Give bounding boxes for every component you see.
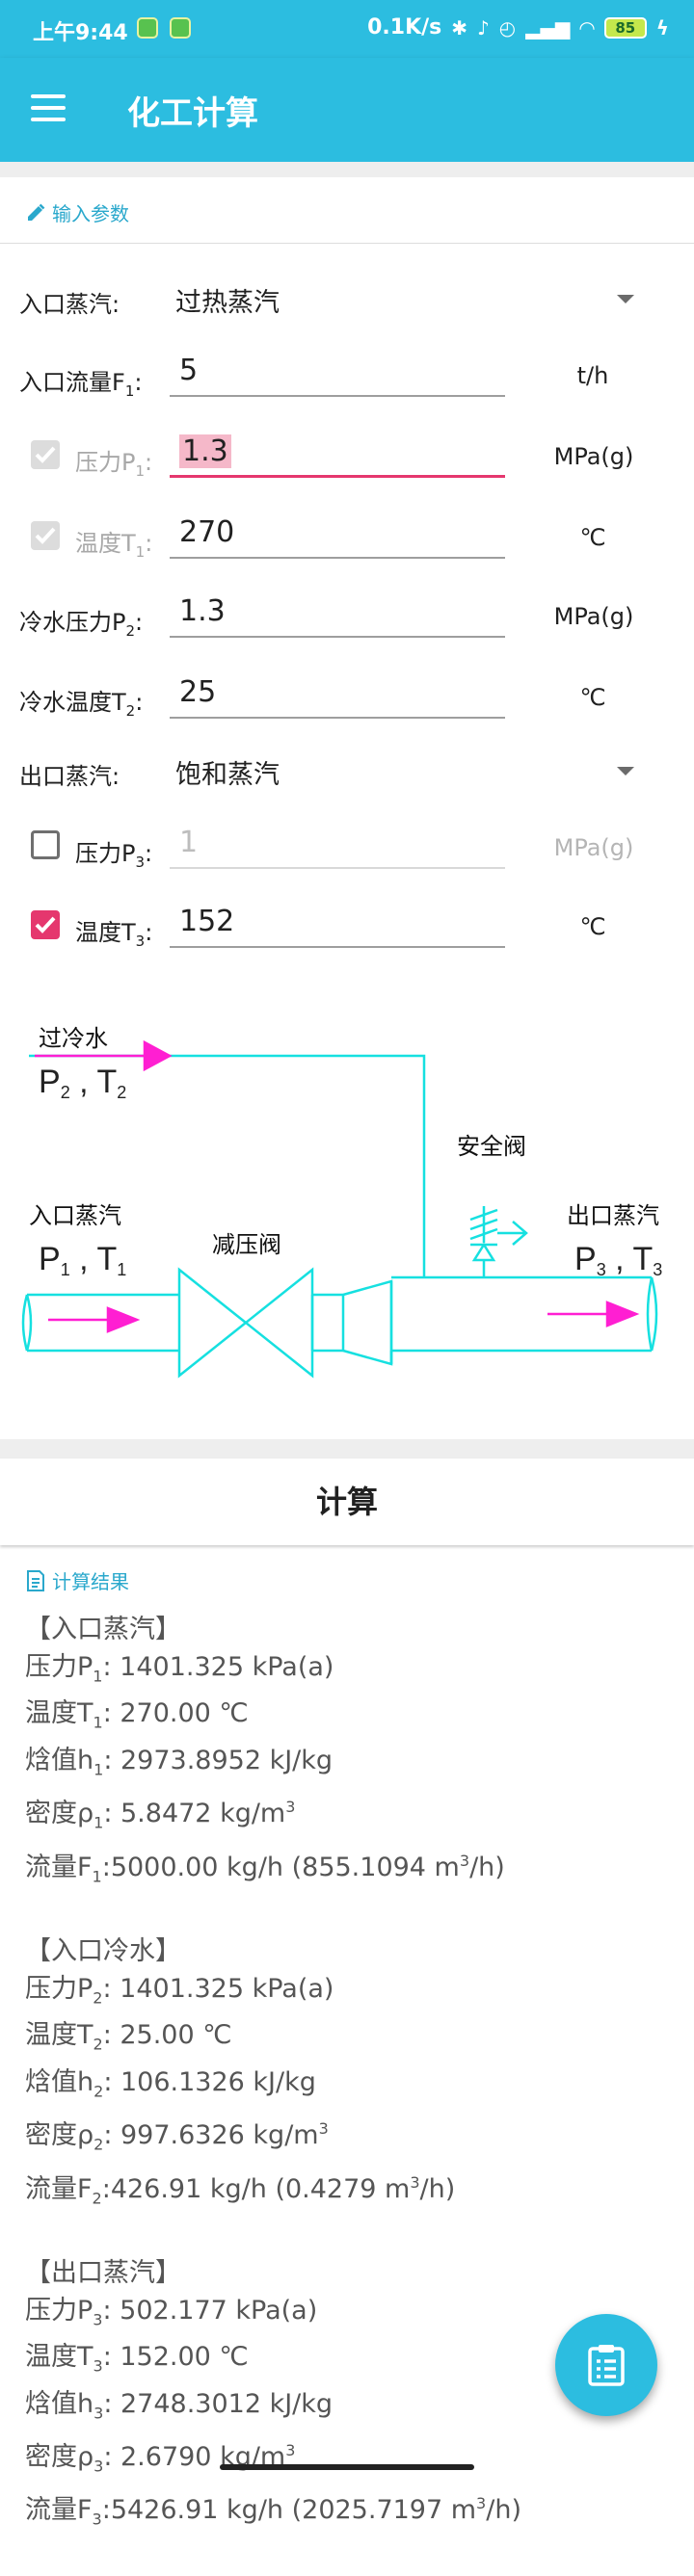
divider [0,243,694,244]
result-line: 压力P1: 1401.325 kPa(a) [25,1652,334,1686]
outlet-type-label: 出口蒸汽: [19,763,120,790]
home-indicator[interactable] [220,2464,474,2470]
signal-icon: ▂▄▆ [525,15,571,39]
cold-water-label: 过冷水 [39,1025,108,1052]
cold-temp-input[interactable]: 25 [170,670,505,719]
inlet-pipe [27,1293,179,1353]
status-icons: 0.1K/s ✱ ♪ ◴ ▂▄▆ ◠ 85 ϟ [367,15,669,39]
pressure-p3-unit: MPa(g) [553,834,634,861]
pressure-p3-checkbox[interactable] [31,830,60,859]
result-line: 压力P2: 1401.325 kPa(a) [25,1973,334,2008]
pressure-reducing-valve [177,1267,314,1379]
temp-t3-unit: ℃ [579,913,606,940]
temp-t3-checkbox[interactable] [31,910,60,939]
cold-pressure-unit: MPa(g) [553,603,634,630]
pressure-p3-input[interactable]: 1 [170,821,505,869]
results-header: 计算结果 [25,1566,129,1594]
result-line: 密度ρ3: 2.6790 kg/m3 [25,2441,296,2476]
result-line: 流量F1:5000.00 kg/h (855.1094 m3/h) [25,1851,505,1885]
inlet-label: 入口蒸汽 [29,1202,121,1229]
results-title: 计算结果 [52,1570,129,1593]
result-title: 【入口蒸汽】 [25,1615,181,1644]
valve-label: 减压阀 [212,1231,281,1258]
wifi-icon: ◠ [579,15,595,39]
result-line: 密度ρ1: 5.8472 kg/m3 [25,1798,296,1832]
inlet-type-label: 入口蒸汽: [19,291,120,318]
inlet-flow-input[interactable]: 5 [170,349,505,397]
safety-valve-label: 安全阀 [457,1133,526,1160]
result-line: 流量F3:5426.91 kg/h (2025.7197 m3/h) [25,2494,521,2529]
app-bar: 化工计算 [0,58,694,162]
pencil-icon [28,203,45,221]
temp-t1-checkbox[interactable] [31,521,60,550]
bluetooth-icon: ✱ [451,15,468,39]
app-notification-icon [137,17,158,39]
mute-icon: ♪ [477,15,490,39]
result-title: 【出口蒸汽】 [25,2257,181,2288]
result-line: 压力P3: 502.177 kPa(a) [25,2295,318,2329]
results-panel: 【入口蒸汽】 压力P1: 1401.325 kPa(a) 温度T1: 270.0… [25,1611,671,2576]
p2-t2-label: P2 , T2 [39,1064,126,1102]
outlet-pipe [389,1275,652,1364]
temp-t3-label: 温度T3: [75,919,153,950]
chevron-down-icon[interactable] [617,295,634,303]
result-line: 焓值h2: 106.1326 kJ/kg [25,2066,316,2101]
pressure-p1-checkbox[interactable] [31,440,60,469]
input-section-header: 输入参数 [25,198,129,226]
cold-temp-unit: ℃ [579,684,606,711]
safety-valve [469,1206,528,1277]
clipboard-icon [588,2345,625,2386]
pressure-p3-label: 压力P3: [75,840,153,871]
inlet-flow-unit: t/h [576,362,609,389]
charging-icon: ϟ [655,15,669,39]
pressure-p1-unit: MPa(g) [553,443,634,470]
pipe-reducer [310,1293,345,1353]
clipboard-fab-button[interactable] [555,2314,657,2416]
result-line: 焓值h3: 2748.3012 kJ/kg [25,2388,334,2423]
input-section-title: 输入参数 [52,202,129,225]
battery-icon: 85 [603,16,647,39]
result-line: 焓值h1: 2973.8952 kJ/kg [25,1745,334,1779]
result-title: 【入口冷水】 [25,1935,181,1966]
p1-t1-label: P1 , T1 [39,1241,126,1279]
p3-t3-label: P3 , T3 [574,1241,662,1279]
temp-t3-input[interactable]: 152 [170,900,505,948]
result-line: 流量F2:426.91 kg/h (0.4279 m3/h) [25,2172,456,2207]
net-speed: 0.1K/s [367,15,442,39]
section-gap [0,162,694,177]
result-line: 温度T3: 152.00 ℃ [25,2342,249,2376]
cold-pressure-input[interactable]: 1.3 [170,590,505,638]
cold-pressure-label: 冷水压力P2: [19,609,144,640]
menu-icon[interactable] [31,94,66,123]
document-icon [27,1569,44,1591]
process-diagram: 过冷水 入口蒸汽 减压阀 安全阀 出口蒸汽 P2 , T2 P1 , T1 P3… [21,1025,662,1379]
outlet-label: 出口蒸汽 [567,1202,659,1229]
temp-t1-input[interactable]: 270 [170,511,505,559]
inlet-water-results: 【入口冷水】 压力P2: 1401.325 kPa(a) 温度T2: 25.00… [25,1932,671,2217]
calculate-button[interactable]: 计算 [0,1459,694,1545]
temp-t1-unit: ℃ [579,524,606,551]
outlet-type-select[interactable]: 饱和蒸汽 [175,760,280,790]
result-line: 温度T2: 25.00 ℃ [25,2020,232,2054]
inlet-steam-results: 【入口蒸汽】 压力P1: 1401.325 kPa(a) 温度T1: 270.0… [25,1611,671,1895]
chevron-down-icon[interactable] [617,767,634,775]
section-gap [0,1439,694,1459]
pressure-p1-input[interactable]: 1.3 [170,430,505,478]
status-time: 上午9:44 [33,21,128,45]
result-line: 温度T1: 270.00 ℃ [25,1698,249,1732]
status-bar: 上午9:44 0.1K/s ✱ ♪ ◴ ▂▄▆ ◠ 85 ϟ [0,0,694,58]
temp-t1-label: 温度T1: [75,530,153,561]
pressure-p1-label: 压力P1: [75,449,153,480]
app-title: 化工计算 [127,94,258,133]
inlet-type-select[interactable]: 过热蒸汽 [175,288,280,318]
result-line: 密度ρ2: 997.6326 kg/m3 [25,2119,329,2154]
app-notification-icon [170,17,191,39]
inlet-flow-label: 入口流量F1: [19,369,143,400]
alarm-icon: ◴ [498,15,517,39]
cold-temp-label: 冷水温度T2: [19,689,144,720]
